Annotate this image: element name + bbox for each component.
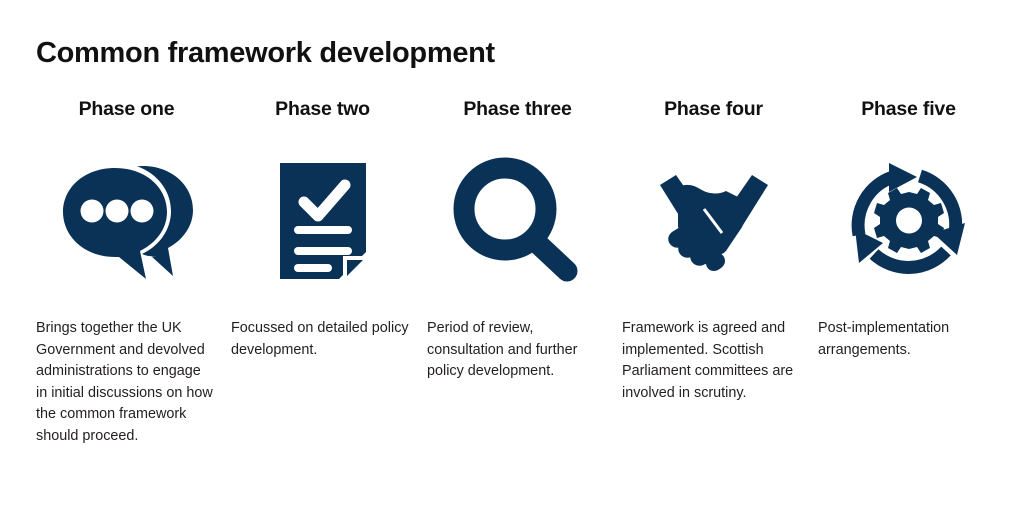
phase-one-body: Brings together the UK Government and de…	[36, 320, 213, 444]
page-title: Common framework development	[36, 37, 495, 69]
phase-four-heading: Phase four	[664, 98, 763, 120]
phase-three-body: Period of review, consultation and furth…	[427, 320, 578, 379]
phase-column-one: Phase one Brings together the UK Governm…	[30, 98, 223, 447]
phase-three-heading: Phase three	[463, 98, 572, 120]
phase-five-body: Post-implementation arrangements.	[818, 320, 950, 358]
phase-columns: Phase one Brings together the UK Governm…	[0, 98, 1024, 447]
gear-cycle-icon	[812, 146, 1005, 296]
phase-column-five: Phase five	[812, 98, 1005, 361]
handshake-icon	[617, 146, 810, 296]
phase-column-two: Phase two Focussed on detailed policy de…	[226, 98, 419, 361]
phase-two-body: Focussed on detailed policy development.	[231, 320, 409, 358]
phase-four-body: Framework is agreed and implemented. Sco…	[622, 320, 794, 401]
speech-bubbles-icon	[30, 146, 223, 296]
phase-five-heading: Phase five	[861, 98, 956, 120]
phase-column-four: Phase four	[617, 98, 810, 404]
magnifying-glass-icon	[421, 146, 614, 296]
phase-two-heading: Phase two	[275, 98, 370, 120]
phase-column-three: Phase three Period of review, consultati…	[421, 98, 614, 383]
document-check-icon	[226, 146, 419, 296]
phase-one-heading: Phase one	[78, 98, 175, 120]
